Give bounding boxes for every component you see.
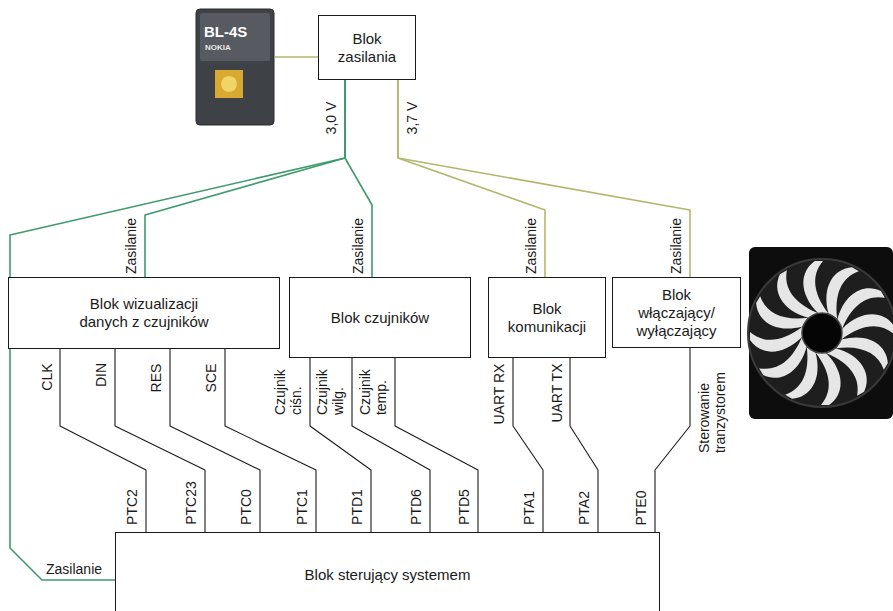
signal-name: UART RX	[491, 363, 507, 424]
fan-picture	[748, 247, 893, 419]
pin-name: PTC23	[183, 481, 199, 525]
pin-name: PTA2	[576, 491, 592, 525]
fan-blade	[816, 261, 863, 318]
battery-hologram-dot	[221, 76, 237, 92]
signal-line	[225, 349, 316, 532]
voltage-label: 3,0 V	[323, 102, 339, 135]
sensor-block: Blok czujników	[289, 277, 471, 358]
fan-blade	[781, 347, 828, 404]
signal-line	[570, 358, 598, 532]
pin-name: PTC2	[124, 489, 140, 525]
battery-label-area	[200, 13, 270, 61]
pin-name: PTE0	[633, 490, 649, 525]
signal-name: Czujnik ciśn.	[272, 363, 304, 415]
signal-name: RES	[148, 363, 164, 392]
pin-name: PTC1	[294, 489, 310, 525]
battery-wire	[275, 56, 318, 58]
signal-line	[170, 349, 260, 532]
signal-name: DIN	[93, 363, 109, 387]
signal-name: Czujnik temp.	[357, 363, 389, 415]
power-line	[345, 80, 372, 277]
power-label: Zasilanie	[668, 218, 684, 274]
signal-line	[60, 349, 146, 532]
signal-name: SCE	[203, 363, 219, 392]
power-label: Zasilanie	[350, 218, 366, 274]
power-line	[398, 80, 690, 277]
signal-name: CLK	[38, 363, 54, 390]
signal-line	[395, 358, 478, 532]
battery-model: BL-4S	[204, 23, 247, 40]
fan-blade	[750, 327, 802, 352]
pin-name: PTD1	[349, 489, 365, 525]
power-line	[145, 80, 345, 277]
fan-blade	[803, 261, 828, 313]
signal-name: Sterowanie tranzystorem	[696, 363, 728, 453]
box-title: Blok komunikacji	[497, 300, 597, 336]
signal-line	[513, 358, 543, 532]
fan-hub	[802, 313, 842, 353]
pin-name: PTD5	[456, 489, 472, 525]
power-line	[398, 80, 545, 277]
signal-line	[655, 348, 690, 532]
fan-blade	[836, 327, 893, 374]
fan-blade	[750, 292, 807, 339]
battery-brand: NOKIA	[205, 43, 231, 52]
fan-ring	[748, 259, 893, 407]
box-title: Blok wizualizacji danych z czujników	[69, 295, 219, 331]
box-title: Blok zasilania	[327, 30, 407, 66]
box-title: Blok sterujący systemem	[305, 566, 471, 584]
power-block: Blok zasilania	[318, 15, 416, 80]
power-label: Zasilanie	[523, 218, 539, 274]
pin-name: PTD6	[408, 489, 424, 525]
communication-block: Blok komunikacji	[488, 277, 606, 358]
fan-blade	[842, 314, 893, 339]
power-label: Zasilanie	[123, 218, 139, 274]
signal-line	[115, 349, 205, 532]
pin-name: PTC0	[238, 489, 254, 525]
control-block: Blok sterujący systemem	[115, 532, 660, 611]
signal-name: Czujnik wilg.	[314, 363, 346, 415]
fan-blade	[816, 353, 841, 405]
display-block: Blok wizualizacji danych z czujników	[8, 277, 280, 349]
battery-body	[196, 9, 274, 125]
battery-hologram	[215, 70, 243, 98]
signal-name: UART TX	[548, 363, 564, 422]
power-label: Zasilanie	[46, 561, 102, 577]
box-title: Blok włączający/ wyłączający	[627, 286, 727, 340]
voltage-label: 3,7 V	[404, 102, 420, 135]
battery-picture	[196, 9, 274, 125]
box-title: Blok czujników	[331, 309, 429, 327]
pin-name: PTA1	[521, 491, 537, 525]
switch-block: Blok włączający/ wyłączający	[612, 277, 741, 348]
